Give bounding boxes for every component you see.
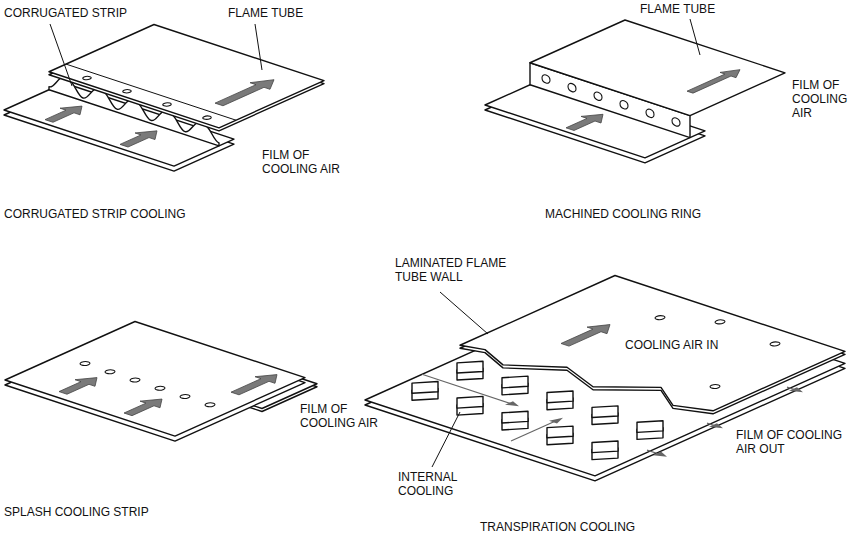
splash-strip-figure [5,322,317,442]
part-label: COOLING AIR IN [625,338,745,352]
part-label: FILM OF COOLING AIR [792,78,852,120]
part-label: FILM OF COOLING AIR [262,148,362,176]
figure-caption: TRANSPIRATION COOLING [480,520,740,534]
part-label: FILM OF COOLING AIR OUT [736,428,851,456]
figure-caption: CORRUGATED STRIP COOLING [4,207,264,221]
part-label: LAMINATED FLAME TUBE WALL [395,256,520,284]
part-label: INTERNAL COOLING [398,470,468,498]
figure-caption: MACHINED COOLING RING [545,207,805,221]
part-label: FLAME TUBE [228,6,348,20]
part-label: FLAME TUBE [640,2,760,16]
cooling-ring-figure [485,19,785,163]
part-label: CORRUGATED STRIP [4,6,174,20]
part-label: FILM OF COOLING AIR [300,402,400,430]
figure-caption: SPLASH COOLING STRIP [4,505,264,519]
